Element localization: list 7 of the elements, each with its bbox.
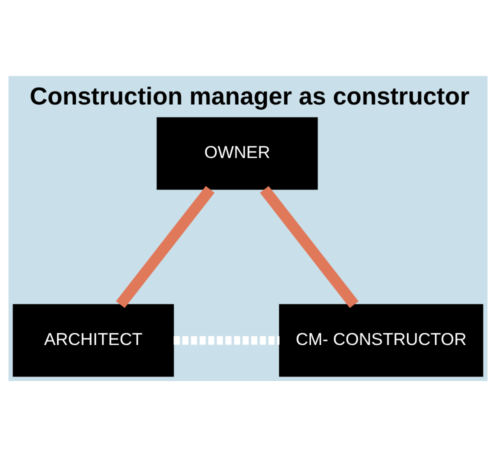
diagram-title: Construction manager as constructor	[30, 82, 470, 110]
node-box: OWNER	[156, 116, 318, 190]
node-box: ARCHITECT	[12, 304, 174, 376]
connector	[116, 186, 215, 308]
node-box: CM- CONSTRUCTOR	[279, 304, 484, 376]
connector	[174, 336, 280, 344]
connector	[260, 186, 359, 308]
